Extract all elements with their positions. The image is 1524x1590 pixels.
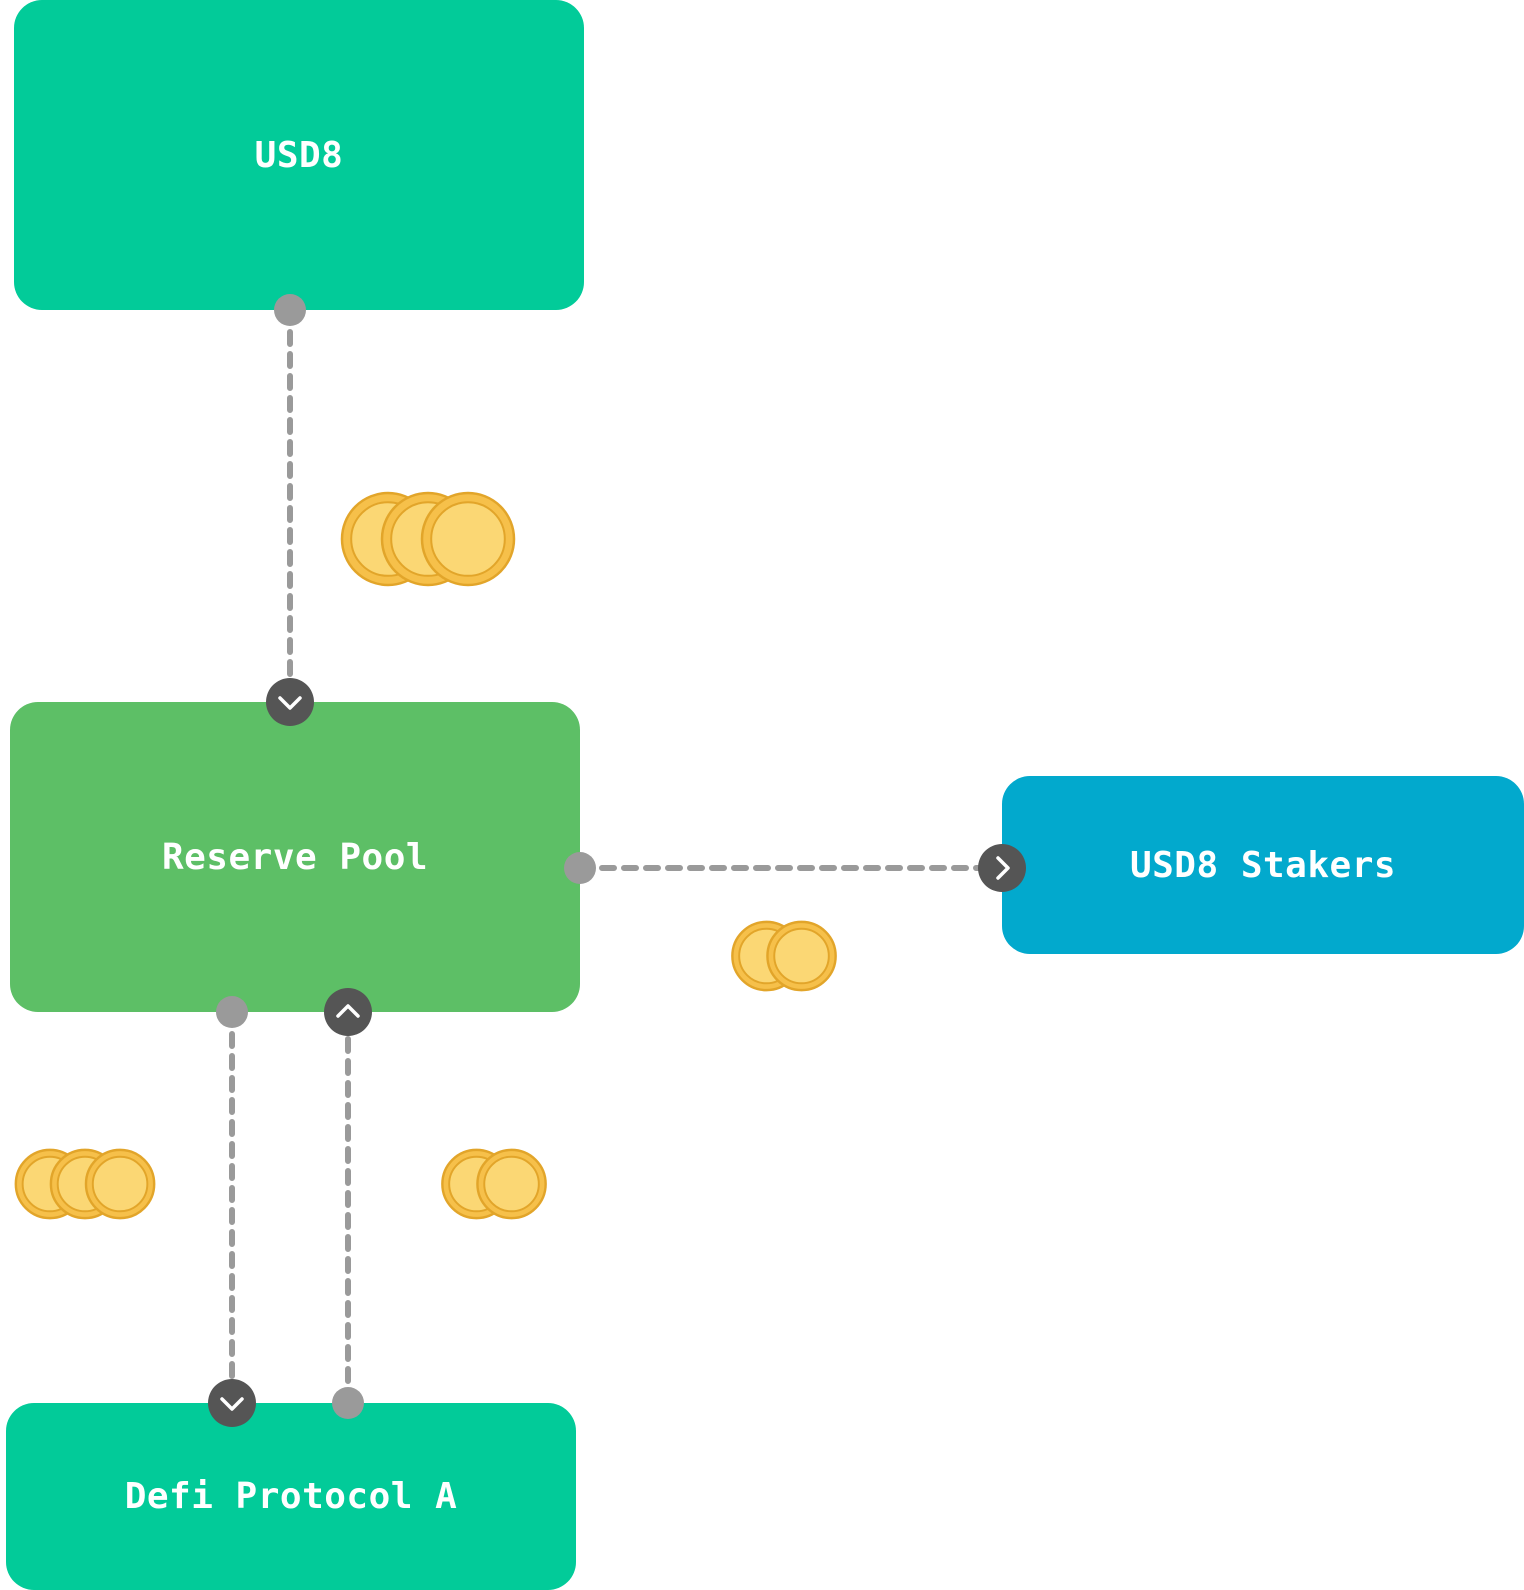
coin-stack-reserve-to-stakers bbox=[731, 920, 837, 992]
reserve-pool-node[interactable]: Reserve Pool bbox=[10, 702, 580, 1012]
usd8-label: USD8 bbox=[254, 134, 344, 176]
coin-stack-defi-to-reserve bbox=[441, 1148, 547, 1220]
coin-icon bbox=[766, 920, 837, 992]
coin-icon bbox=[420, 491, 516, 587]
coin-icon bbox=[476, 1148, 547, 1220]
defi-protocol-a-node[interactable]: Defi Protocol A bbox=[6, 1403, 576, 1590]
usd8-node[interactable]: USD8 bbox=[14, 0, 584, 310]
reserve-pool-label: Reserve Pool bbox=[161, 836, 429, 878]
coin-stack-usd8-to-reserve bbox=[340, 491, 516, 587]
coin-stack-reserve-to-defi bbox=[14, 1148, 156, 1220]
usd8-stakers-node[interactable]: USD8 Stakers bbox=[1002, 776, 1524, 954]
coin-icon bbox=[84, 1148, 156, 1220]
defi-protocol-a-label: Defi Protocol A bbox=[124, 1476, 458, 1517]
usd8-stakers-label: USD8 Stakers bbox=[1129, 844, 1397, 886]
